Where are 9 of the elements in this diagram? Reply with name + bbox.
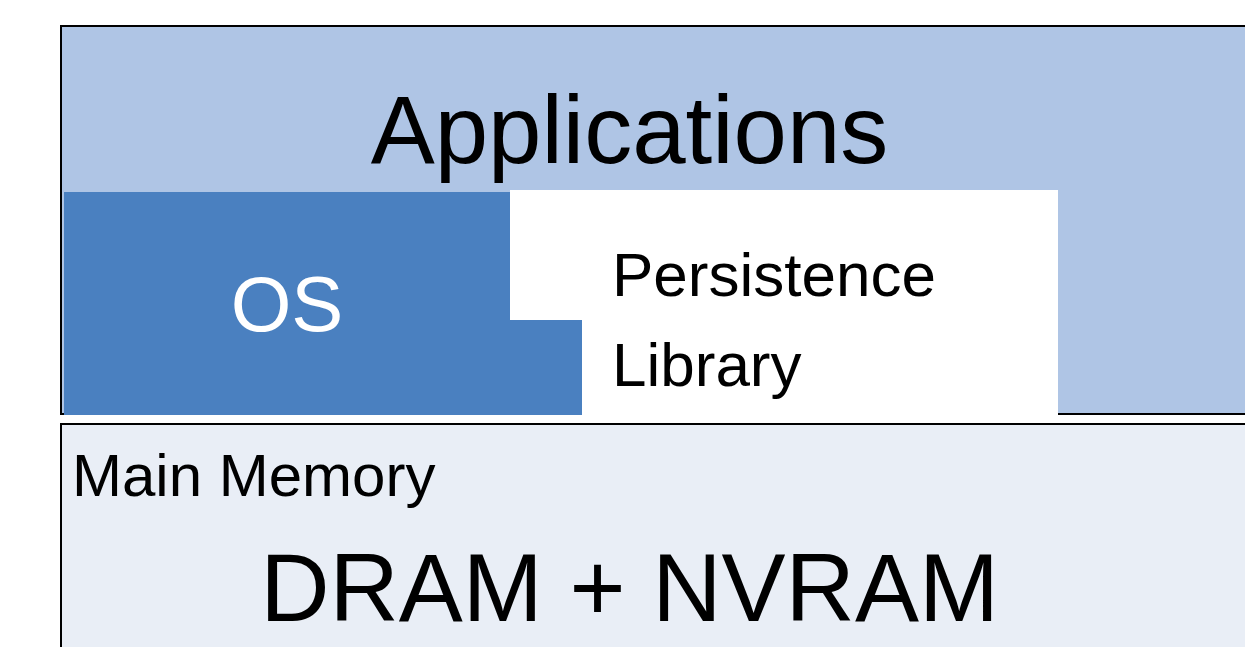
layer-title: Main Memory	[72, 443, 437, 509]
block-label: Persistence Library	[612, 239, 937, 401]
library-block	[510, 190, 1058, 415]
layer-title: Applications	[369, 77, 890, 183]
os-block	[64, 192, 582, 415]
memory-layer	[60, 423, 1245, 647]
applications-layer	[60, 25, 1245, 415]
layer-content: DRAM + NVRAM	[259, 535, 1000, 641]
block-label: OS	[229, 262, 345, 348]
